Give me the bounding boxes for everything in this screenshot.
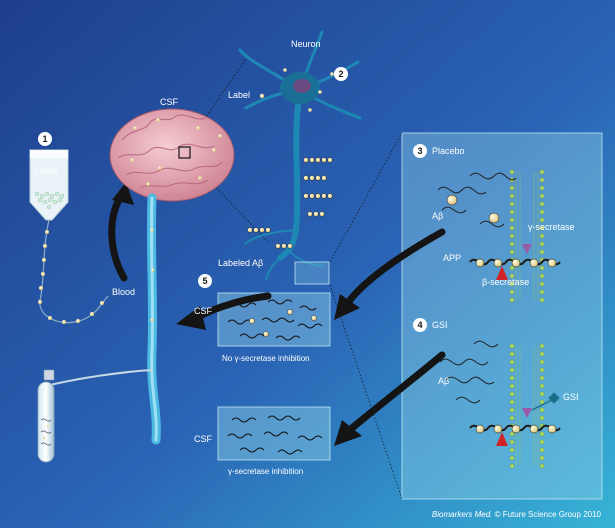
arrow-to-csf-box: [192, 292, 272, 322]
csf-brain-label: CSF: [160, 97, 178, 107]
brain: [109, 108, 235, 202]
abeta-panel3-label: Aβ: [432, 211, 444, 221]
gsi-drug-label: GSI: [563, 392, 579, 402]
copyright-text: © Future Science Group 2010: [492, 510, 601, 519]
inhibition-caption: γ-secretase inhibition: [228, 467, 304, 476]
arrow-blood-to-brain: [108, 191, 128, 282]
iv-bag: [29, 149, 69, 221]
copyright-credit: Biomarkers Med. © Future Science Group 2…: [432, 510, 601, 519]
arrow-panel3-to-box1: [346, 228, 446, 304]
membrane-panel3: [437, 169, 561, 303]
arrow-panel4-to-box2: [348, 351, 446, 432]
labeled-abeta-label: Labeled Aβ: [218, 258, 264, 268]
neuron-label: Neuron: [291, 39, 321, 49]
csf-box-inhibition: [217, 406, 331, 461]
gamma-secretase-label: γ-secretase: [528, 222, 575, 232]
step-1-badge: 1: [38, 132, 52, 146]
gamma-secretase-marker-4: [522, 408, 532, 418]
abeta-fibrils-box1: [227, 299, 323, 341]
abeta-fibrils-box2: [227, 415, 323, 455]
step-3-badge: 3: [413, 144, 427, 158]
gamma-secretase-marker-3: [522, 244, 532, 254]
label-beads-line: [38, 230, 104, 324]
no-inhibition-caption: No γ-secretase inhibition: [222, 354, 310, 363]
csf-sample-line: [49, 369, 153, 386]
beta-secretase-marker-4: [496, 432, 508, 446]
csf-box2-label: CSF: [194, 434, 212, 444]
blood-label: Blood: [112, 287, 136, 297]
step-5-badge: 5: [198, 274, 212, 288]
csf-box1-label: CSF: [194, 306, 212, 316]
step-4-badge: 4: [413, 318, 427, 332]
journal-name: Biomarkers Med.: [431, 510, 493, 519]
brain-zoom-box: [178, 146, 191, 159]
membrane-panel4: [439, 340, 561, 469]
label-at-neuron: Label: [228, 90, 251, 100]
axon-beads: [247, 157, 333, 249]
beta-secretase-label: β-secretase: [482, 277, 530, 287]
csf-tube: [37, 369, 55, 463]
synapse-zoom-box: [294, 261, 330, 285]
gsi-drug-marker: [548, 392, 560, 404]
app-label: APP: [443, 253, 462, 263]
gsi-panel-label: GSI: [432, 320, 448, 330]
iv-bag-label: Label: [35, 166, 58, 176]
step-2-badge: 2: [334, 67, 348, 81]
placebo-label: Placebo: [432, 146, 465, 156]
abeta-panel4-label: Aβ: [438, 376, 450, 386]
beta-secretase-marker-3: [496, 266, 508, 280]
